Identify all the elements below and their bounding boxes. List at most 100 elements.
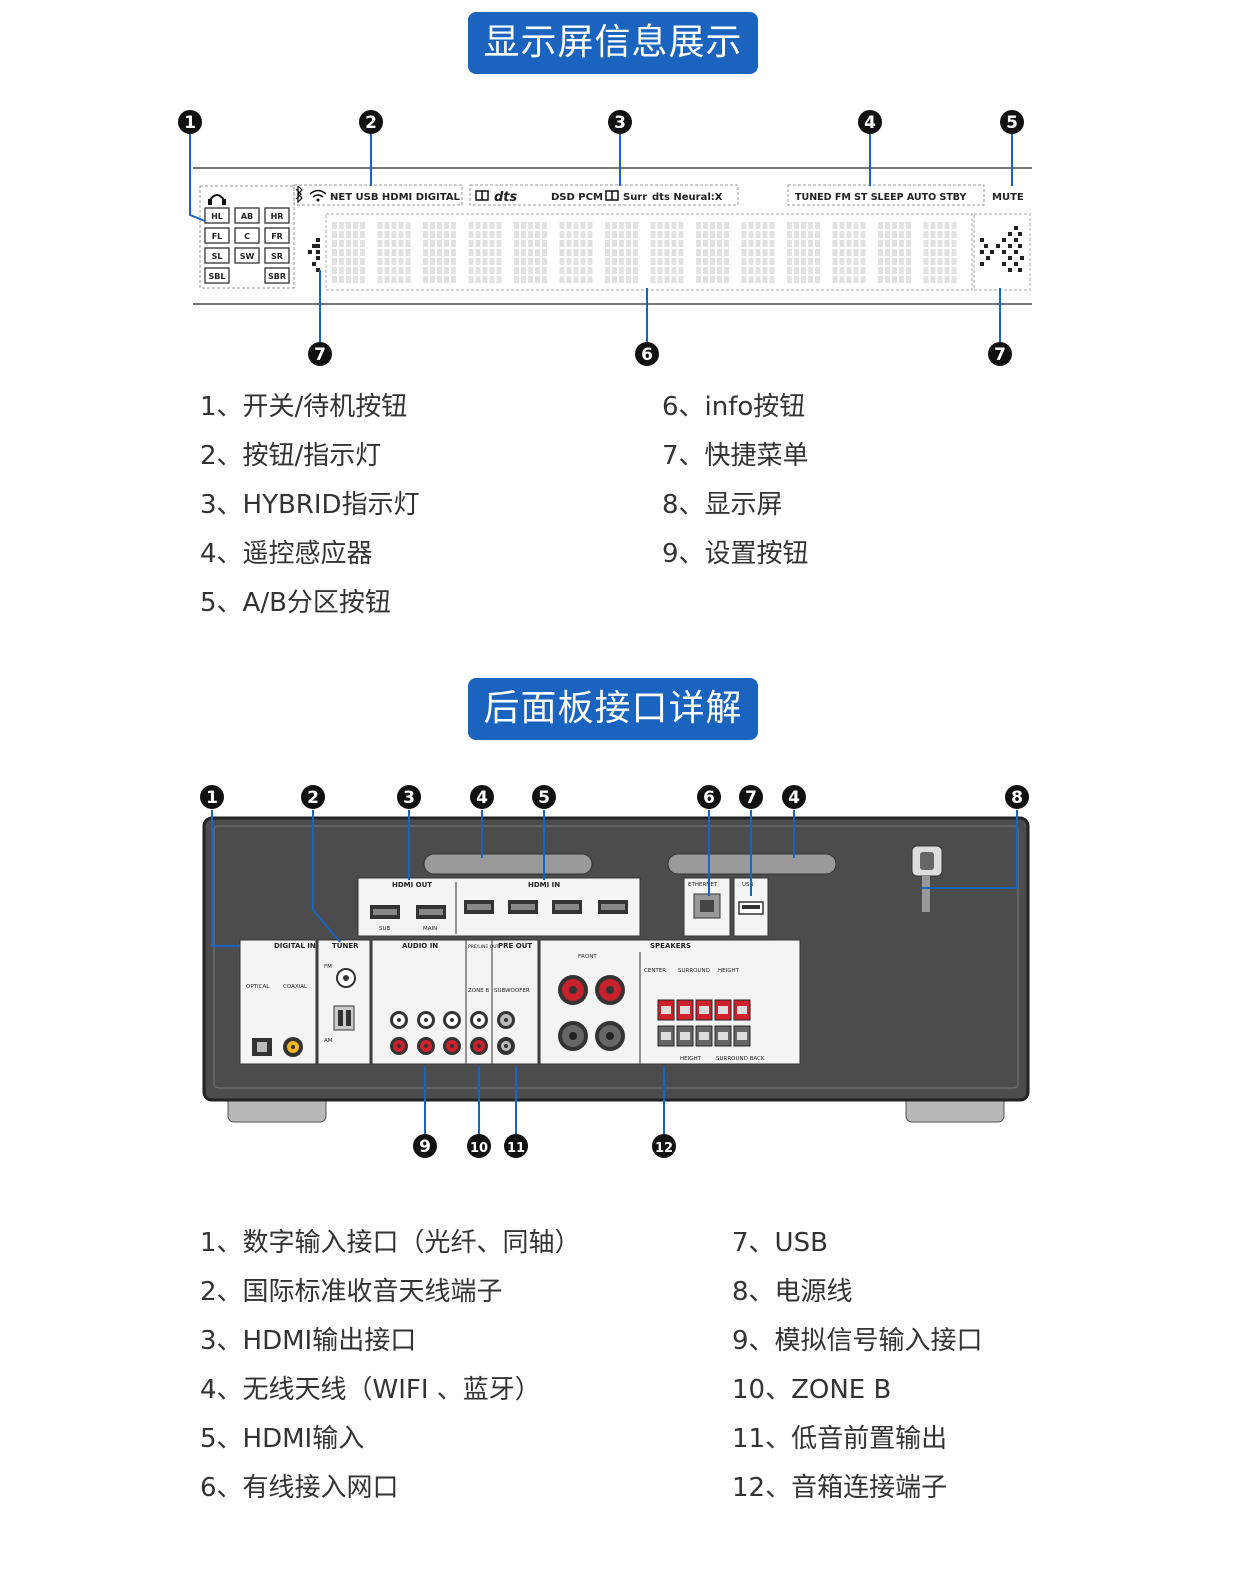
label-front: FRONT: [578, 954, 597, 960]
svg-text:12: 12: [655, 1141, 673, 1156]
char-cell: [423, 222, 456, 283]
channel-box: [204, 207, 230, 224]
indicator-tuned-fm: TUNED FM ST SLEEP AUTO STBY: [795, 192, 967, 203]
label-surround: SURROUND: [678, 968, 710, 974]
channel-box: [264, 267, 290, 284]
bluetooth-icon: [295, 185, 303, 204]
fm-antenna-terminal[interactable]: [336, 968, 356, 988]
audio-in-jack[interactable]: [390, 1037, 408, 1055]
char-cell: [923, 222, 957, 283]
label-optical: OPTICAL: [246, 984, 270, 990]
wireless-antenna-left: [423, 853, 593, 875]
hdmi-in-port-4[interactable]: [598, 900, 628, 914]
marker-6: 6: [635, 342, 659, 366]
speaker-spring-terminal[interactable]: [695, 1025, 713, 1047]
display-legend-item-3: 3、HYBRID指示灯: [200, 490, 420, 520]
front-speaker-terminal-r-plus[interactable]: [558, 975, 588, 1005]
char-cell: [696, 222, 729, 283]
marker-4: 4: [858, 110, 882, 134]
channel-label: HR: [271, 212, 284, 221]
speaker-spring-terminal[interactable]: [657, 999, 675, 1021]
svg-text:6: 6: [703, 788, 715, 808]
left-segment-indicator: [308, 238, 320, 272]
rear-marker-10: 10: [467, 1134, 491, 1158]
speaker-spring-terminal[interactable]: [695, 999, 713, 1021]
speaker-spring-terminal[interactable]: [676, 999, 694, 1021]
svg-text:4: 4: [864, 113, 876, 133]
hdmi-out-port-main[interactable]: [416, 905, 446, 919]
channel-box: [234, 207, 260, 224]
zone-b-jack[interactable]: [470, 1011, 488, 1029]
rear-legend-item-8: 8、电源线: [732, 1277, 853, 1307]
indicator-dts: dts: [494, 190, 518, 205]
svg-text:1: 1: [184, 113, 196, 133]
char-cell: [832, 222, 866, 283]
svg-text:9: 9: [419, 1137, 431, 1157]
channel-box: [204, 227, 230, 244]
channel-label: SW: [240, 252, 255, 261]
char-cell: [650, 222, 684, 283]
channel-box: [204, 267, 230, 284]
rear-marker-4-right: 4: [782, 785, 806, 809]
speaker-spring-terminal[interactable]: [714, 999, 732, 1021]
ethernet-port[interactable]: [693, 893, 721, 919]
optical-input-port[interactable]: [252, 1038, 272, 1056]
svg-text:3: 3: [614, 113, 626, 133]
display-legend-item-1: 1、开关/待机按钮: [200, 392, 408, 422]
label-speakers: SPEAKERS: [650, 942, 691, 950]
hdmi-in-port-1[interactable]: [464, 900, 494, 914]
headphones-icon: [208, 194, 226, 205]
audio-in-jack[interactable]: [390, 1011, 408, 1029]
audio-in-jack[interactable]: [417, 1037, 435, 1055]
dolby-icon: [475, 190, 489, 201]
front-speaker-terminal-l-minus[interactable]: [595, 1021, 625, 1051]
speaker-spring-terminal[interactable]: [657, 1025, 675, 1047]
hdmi-out-port-sub[interactable]: [370, 905, 400, 919]
audio-in-jack[interactable]: [417, 1011, 435, 1029]
usb-port[interactable]: [738, 901, 764, 915]
front-speaker-terminal-r-minus[interactable]: [558, 1021, 588, 1051]
indicator-net-usb-hdmi: NET USB HDMI DIGITAL: [330, 192, 460, 203]
display-legend-item-2: 2、按钮/指示灯: [200, 441, 382, 471]
svg-text:5: 5: [538, 788, 550, 808]
section-title-display: 显示屏信息展示: [468, 12, 758, 74]
character-display: [332, 222, 957, 283]
rear-marker-6: 6: [697, 785, 721, 809]
label-pre-line-out: PRE/LINE OUT: [468, 944, 500, 950]
audio-in-jack[interactable]: [443, 1011, 461, 1029]
label-hdmi-main: MAIN: [423, 926, 437, 932]
hdmi-in-port-3[interactable]: [552, 900, 582, 914]
char-cell: [332, 222, 365, 283]
svg-text:6: 6: [641, 345, 653, 365]
speaker-spring-terminal[interactable]: [676, 1025, 694, 1047]
am-antenna-terminal[interactable]: [333, 1005, 355, 1031]
char-cell: [787, 222, 820, 283]
channel-box: [234, 227, 260, 244]
hdmi-in-port-2[interactable]: [508, 900, 538, 914]
label-height-back: HEIGHT: [680, 1056, 702, 1062]
rear-marker-7: 7: [739, 785, 763, 809]
svg-text:5: 5: [1006, 113, 1018, 133]
label-zone-b: ZONE B: [468, 988, 489, 994]
svg-text:1: 1: [206, 788, 218, 808]
audio-in-jack[interactable]: [443, 1037, 461, 1055]
channel-box: [234, 247, 260, 264]
rear-legend-item-12: 12、音箱连接端子: [732, 1473, 948, 1503]
speaker-spring-terminal[interactable]: [733, 1025, 751, 1047]
coaxial-input-port[interactable]: [283, 1037, 303, 1057]
speaker-spring-terminal[interactable]: [714, 1025, 732, 1047]
svg-text:4: 4: [788, 788, 800, 808]
zone-b-jack[interactable]: [470, 1037, 488, 1055]
channel-label: FR: [271, 232, 283, 241]
subwoofer-jack[interactable]: [497, 1037, 515, 1055]
channel-label: FL: [212, 232, 223, 241]
svg-text:3: 3: [403, 788, 415, 808]
label-surround-back: SURROUND BACK: [716, 1056, 765, 1062]
svg-text:7: 7: [745, 788, 757, 808]
marker-1: 1: [178, 110, 202, 134]
speaker-spring-terminal[interactable]: [733, 999, 751, 1021]
indicator-dsd-pcm: DSD PCM: [551, 192, 603, 203]
rear-marker-2: 2: [301, 785, 325, 809]
front-speaker-terminal-l-plus[interactable]: [595, 975, 625, 1005]
subwoofer-jack[interactable]: [497, 1011, 515, 1029]
